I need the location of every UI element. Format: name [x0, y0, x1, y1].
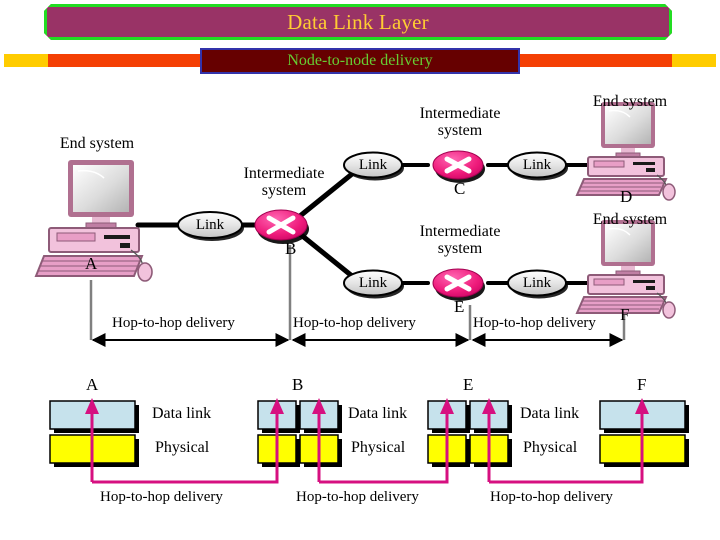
- slide-title-banner: Data Link Layer: [44, 4, 672, 40]
- node-caption-F: End system: [592, 211, 668, 228]
- link-label-C-D: Link: [522, 157, 552, 173]
- link-label-B-E: Link: [358, 275, 388, 291]
- stack-hop-label-3: Hop-to-hop delivery: [490, 489, 613, 505]
- node-caption-D: End system: [592, 93, 668, 110]
- stack-letter-E: E: [463, 375, 474, 394]
- layer-label-data-link-2: Data link: [348, 405, 408, 422]
- page-subtitle: Node-to-node delivery: [287, 52, 433, 69]
- router-icon-B: [254, 209, 309, 244]
- link-oval-C-D: [507, 151, 568, 181]
- decor-bar-red-right: [520, 54, 672, 67]
- stack-letter-F: F: [637, 375, 647, 394]
- link-oval-B-C: [343, 151, 404, 181]
- stack-letter-A: A: [86, 375, 99, 394]
- protocol-stack-B: [257, 400, 342, 467]
- node-caption-A: End system: [59, 135, 135, 152]
- decor-bar-gold-left: [4, 54, 48, 67]
- layer-label-physical-1: Physical: [155, 439, 210, 456]
- protocol-stack-E: [427, 400, 512, 467]
- decor-bar-red-left: [48, 54, 200, 67]
- network-diagram: End system Intermediate system Intermedi…: [0, 80, 720, 540]
- hop-span-label-1: Hop-to-hop delivery: [112, 315, 235, 331]
- node-caption-B-line1: Intermediate: [243, 165, 325, 182]
- diagram-canvas: [34, 102, 689, 484]
- link-label-B-C: Link: [358, 157, 388, 173]
- stack-letter-B: B: [292, 375, 304, 394]
- hop-delivery-arrowheads: [85, 398, 649, 414]
- node-caption-E-line2: system: [437, 239, 483, 257]
- hop-span-label-3: Hop-to-hop delivery: [473, 315, 596, 331]
- node-caption-C: Intermediate system: [400, 105, 520, 140]
- computer-icon-D: [575, 102, 676, 201]
- page-title: Data Link Layer: [287, 9, 429, 34]
- node-caption-B-line2: system: [261, 181, 307, 199]
- stack-hop-label-2: Hop-to-hop delivery: [296, 489, 419, 505]
- decor-bar-gold-right: [672, 54, 716, 67]
- node-caption-C-line1: Intermediate: [419, 105, 501, 122]
- layer-label-physical-2: Physical: [351, 439, 406, 456]
- node-caption-B: Intermediate system: [224, 165, 344, 200]
- link-oval-B-E: [343, 269, 404, 299]
- router-icon-E: [432, 268, 485, 301]
- layer-label-physical-3: Physical: [523, 439, 578, 456]
- computer-icon-A: [34, 160, 153, 282]
- node-letter-D: D: [620, 187, 633, 206]
- router-icon-C: [432, 150, 485, 183]
- hop-delivery-paths: [90, 410, 644, 484]
- node-letter-A: A: [85, 254, 98, 273]
- node-caption-E: Intermediate system: [400, 223, 520, 258]
- node-letter-C: C: [454, 179, 466, 198]
- link-oval-A-B: [177, 211, 244, 241]
- stack-hop-label-1: Hop-to-hop delivery: [100, 489, 223, 505]
- layer-label-data-link-1: Data link: [152, 405, 212, 422]
- slide-subtitle-banner: Node-to-node delivery: [200, 48, 520, 74]
- node-caption-E-line1: Intermediate: [419, 223, 501, 240]
- node-letter-B: B: [285, 239, 297, 258]
- node-letter-F: F: [620, 305, 630, 324]
- hop-span-label-2: Hop-to-hop delivery: [293, 315, 416, 331]
- computer-icon-F: [575, 220, 676, 319]
- hop-droplines: [89, 245, 626, 340]
- node-caption-C-line2: system: [437, 121, 483, 139]
- node-letter-E: E: [454, 297, 465, 316]
- link-label-E-F: Link: [522, 275, 552, 291]
- link-oval-E-F: [507, 269, 568, 299]
- layer-label-data-link-3: Data link: [520, 405, 580, 422]
- link-label-A-B: Link: [195, 217, 225, 233]
